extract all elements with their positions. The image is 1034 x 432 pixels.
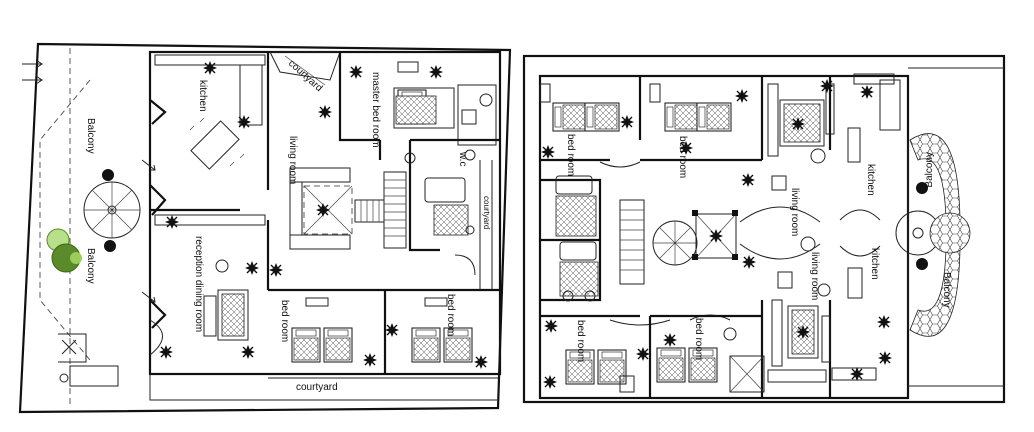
right-plan: bed room bed room living room living roo… <box>522 54 1006 404</box>
entrance-arrow-icon <box>22 59 43 85</box>
label-bed-room-bm: bed room <box>693 318 704 360</box>
label-side-courtyard: courtyard <box>482 196 491 229</box>
dining-table-icon <box>189 117 245 170</box>
stair-core-icon <box>692 210 738 260</box>
label-balcony-a: Balcony <box>924 152 935 188</box>
label-bed-room-a: bed room <box>279 300 290 342</box>
label-balcony-b: Balcony <box>941 272 952 308</box>
label-courtyard-bottom: courtyard <box>296 382 338 393</box>
label-living-room-a: living room <box>789 188 800 236</box>
label-bed-room-bl: bed room <box>575 320 586 362</box>
label-bed-room-tl: bed room <box>565 134 576 176</box>
balcony-right <box>895 133 971 337</box>
stair-core-icon <box>729 355 765 393</box>
label-bed-room-tm: bed room <box>677 136 688 178</box>
spiral-stair-icon <box>83 169 141 252</box>
label-living-room-b: living room <box>809 252 820 300</box>
label-kitchen-b: kitchen <box>869 248 880 280</box>
label-wc: w.c <box>457 151 468 166</box>
tree-icon <box>46 228 82 273</box>
label-balcony-top: Balcony <box>85 118 96 154</box>
spiral-stair-icon <box>652 220 698 266</box>
label-kitchen: kitchen <box>197 80 208 112</box>
label-kitchen-a: kitchen <box>865 164 876 196</box>
label-master-bed-room: master bed room <box>370 72 381 148</box>
label-living-room: living room <box>287 136 298 184</box>
label-bed-room-b: bed room <box>445 294 456 336</box>
label-courtyard-top: courtyard <box>286 58 324 94</box>
label-reception-dining: reception dining room <box>193 236 204 332</box>
staircase-icon <box>354 171 407 249</box>
label-balcony-bottom: Balcony <box>85 248 96 284</box>
left-plan: courtyard kitchen master bed room living… <box>18 42 512 414</box>
